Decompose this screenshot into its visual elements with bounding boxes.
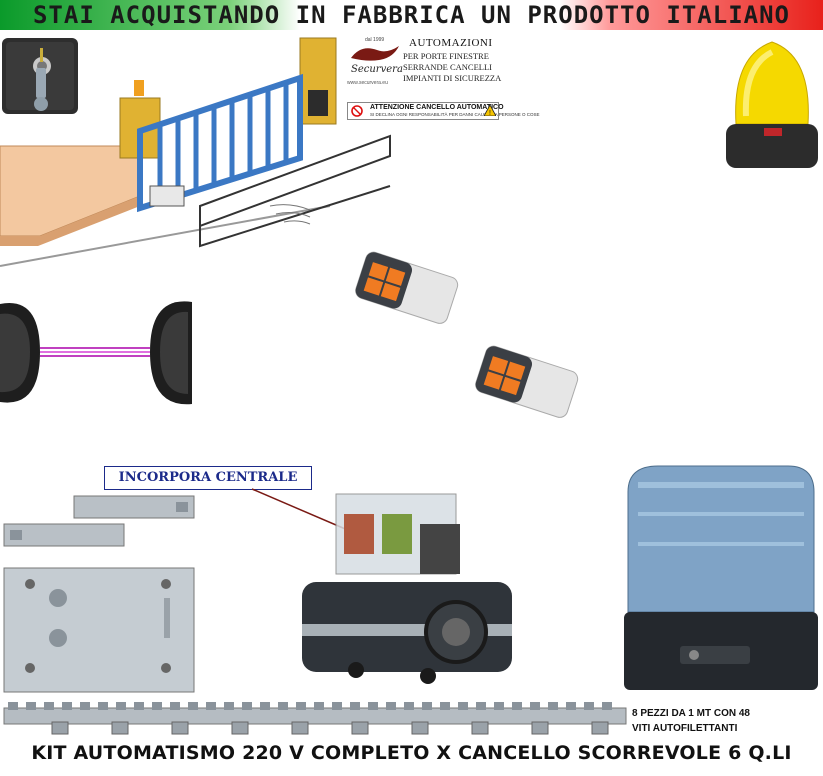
remote-control-2 bbox=[475, 345, 579, 418]
photocell-pair-image bbox=[0, 301, 192, 405]
italian-flag-banner bbox=[0, 0, 823, 30]
svg-text:!: ! bbox=[489, 110, 491, 116]
gear-rack-image bbox=[3, 702, 627, 735]
rack-note-line-1: 8 PEZZI DA 1 MT CON 48 bbox=[632, 708, 750, 719]
no-entry-icon bbox=[351, 105, 363, 117]
key-switch-image bbox=[2, 38, 78, 114]
sliding-gate-illustration bbox=[0, 37, 391, 267]
rack-quantity-note: 8 PEZZI DA 1 MT CON 48 VITI AUTOFILETTAN… bbox=[632, 706, 822, 736]
gate-motor-covered-image bbox=[624, 465, 818, 690]
brand-name: Securvera bbox=[351, 64, 403, 75]
logo-website: www.securvera.eu bbox=[347, 80, 388, 86]
warning-sign: ATTENZIONE CANCELLO AUTOMATICO SI DECLIN… bbox=[347, 102, 539, 120]
warning-triangle-icon: ! bbox=[484, 105, 496, 116]
brand-tag: dal 1999 bbox=[365, 37, 385, 43]
page-title-top: STAI ACQUISTANDO IN FABBRICA UN PRODOTTO… bbox=[32, 1, 790, 29]
gate-motor-open-image bbox=[302, 493, 512, 684]
automation-title: AUTOMAZIONI bbox=[409, 37, 493, 49]
logo-line-3: IMPIANTI DI SICUREZZA bbox=[403, 73, 502, 83]
warning-subtitle: SI DECLINA OGNI RESPONSABILITÀ PER DANNI… bbox=[370, 112, 540, 117]
flashing-lamp-image bbox=[726, 41, 818, 168]
warning-title: ATTENZIONE CANCELLO AUTOMATICO bbox=[370, 104, 504, 111]
mounting-plate-image bbox=[3, 495, 195, 693]
logo-line-1: PER PORTE FINESTRE bbox=[403, 51, 489, 61]
remote-control-1 bbox=[355, 251, 459, 324]
fox-logo-icon bbox=[351, 46, 399, 61]
logo-line-2: SERRANDE CANCELLI bbox=[403, 62, 493, 72]
kit-title-bottom: KIT AUTOMATISMO 220 V COMPLETO X CANCELL… bbox=[31, 742, 792, 764]
rack-note-line-2: VITI AUTOFILETTANTI bbox=[632, 723, 738, 734]
callout-pointer bbox=[251, 488, 351, 532]
built-in-controller-label: INCORPORA CENTRALE bbox=[104, 466, 312, 490]
securvera-logo-panel: Securvera dal 1999 AUTOMAZIONI PER PORTE… bbox=[345, 36, 539, 120]
